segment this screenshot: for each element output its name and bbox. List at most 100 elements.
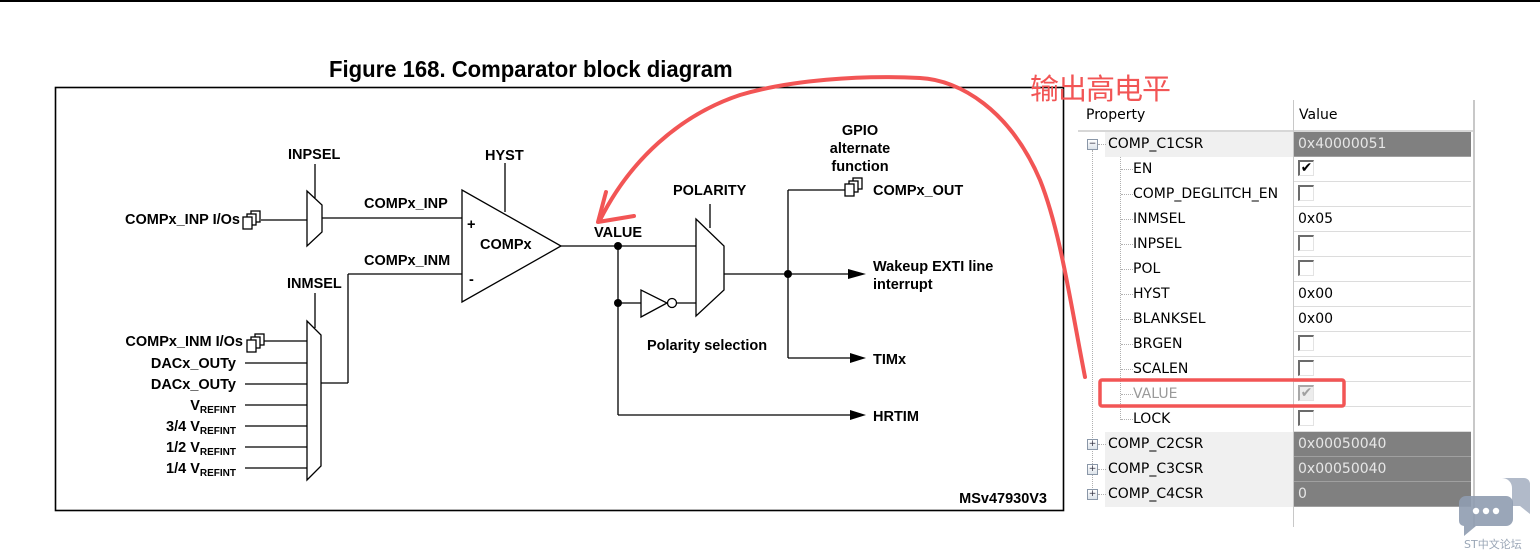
register-name: POL [1133, 261, 1161, 277]
column-divider[interactable] [1293, 100, 1294, 527]
inm-io-icon [246, 333, 265, 353]
polarity-selection-label: Polarity selection [647, 338, 767, 354]
inm-input-label: DACx_OUTy [151, 356, 236, 372]
tree-line [1121, 394, 1133, 395]
register-name: INPSEL [1133, 236, 1182, 252]
register-name: COMP_C2CSR [1108, 436, 1204, 452]
tree-line [1098, 144, 1106, 145]
checkbox-unchecked[interactable] [1298, 185, 1314, 201]
register-field-row[interactable]: LOCK [1078, 407, 1473, 432]
value-label: VALUE [594, 225, 642, 241]
inm-input-label: VREFINT [190, 398, 236, 416]
register-name: COMP_C3CSR [1108, 461, 1204, 477]
row-name-background [1105, 132, 1293, 157]
register-value-cell[interactable]: ✔ [1294, 157, 1471, 182]
expand-icon[interactable]: + [1087, 464, 1098, 475]
wakeup-interrupt-label: interrupt [873, 277, 933, 293]
tree-line [1121, 294, 1133, 295]
tree-line [1092, 150, 1093, 500]
tree-line [1121, 369, 1133, 370]
junction-dot [614, 242, 622, 250]
compx-inm-label: COMPx_INM [364, 253, 450, 269]
register-value-text: 0 [1298, 486, 1307, 502]
row-name-background [1105, 482, 1293, 507]
register-value-cell[interactable]: 0x00050040 [1294, 457, 1471, 482]
expand-icon[interactable]: + [1087, 439, 1098, 450]
annotation-text: 输出高电平 [1030, 72, 1171, 106]
inmsel-label: INMSEL [287, 276, 342, 292]
register-value-cell[interactable]: 0x00050040 [1294, 432, 1471, 457]
tree-line [1121, 219, 1133, 220]
register-field-row[interactable]: HYST 0x00 [1078, 282, 1473, 307]
tree-line [1098, 469, 1106, 470]
register-field-row[interactable]: EN ✔ [1078, 157, 1473, 182]
panel-header: Property Value [1078, 100, 1473, 132]
register-field-row[interactable]: VALUE✔ [1078, 382, 1473, 407]
register-field-row[interactable]: INPSEL [1078, 232, 1473, 257]
inp-io-icon [242, 210, 261, 230]
checkbox-unchecked[interactable] [1298, 335, 1314, 351]
panel-right-border [1473, 100, 1475, 527]
register-value-cell[interactable] [1294, 357, 1471, 382]
compx-out-io-icon [844, 177, 863, 197]
inm-input-label: COMPx_INM I/Os [125, 334, 243, 350]
tree-line [1120, 157, 1121, 420]
tree-line [1121, 344, 1133, 345]
top-border-line [0, 0, 1540, 2]
checkbox-unchecked[interactable] [1298, 235, 1314, 251]
register-value-cell[interactable]: 0x00 [1294, 282, 1471, 307]
gpio-alternate-label: alternate [830, 141, 890, 157]
register-field-row[interactable]: SCALEN [1078, 357, 1473, 382]
checkbox-unchecked[interactable] [1298, 360, 1314, 376]
register-field-row[interactable]: POL [1078, 257, 1473, 282]
register-name: COMP_C4CSR [1108, 486, 1204, 502]
register-value-cell[interactable]: 0x00 [1294, 307, 1471, 332]
register-value-cell[interactable] [1294, 407, 1471, 432]
register-value-cell[interactable]: 0x05 [1294, 207, 1471, 232]
register-name: HYST [1133, 286, 1170, 302]
collapse-icon[interactable]: − [1087, 139, 1098, 150]
register-value-cell[interactable]: 0 [1294, 482, 1471, 507]
value-column-header[interactable]: Value [1299, 107, 1338, 123]
register-group-row[interactable]: + COMP_C3CSR 0x00050040 [1078, 457, 1473, 482]
checkbox-unchecked[interactable] [1298, 260, 1314, 276]
chat-bubbles-icon [1459, 478, 1530, 536]
inm-input-label: 3/4 VREFINT [166, 419, 236, 437]
plus-sign: + [467, 217, 475, 233]
register-field-row[interactable]: BRGEN [1078, 332, 1473, 357]
figure-ref-code: MSv47930V3 [959, 491, 1047, 507]
register-name: COMP_DEGLITCH_EN [1133, 186, 1279, 202]
register-value-cell[interactable] [1294, 257, 1471, 282]
register-name: EN [1133, 161, 1153, 177]
compx-out-label: COMPx_OUT [873, 183, 963, 199]
property-column-header[interactable]: Property [1086, 107, 1146, 123]
register-value-cell[interactable]: 0x40000051 [1294, 132, 1471, 157]
register-value-cell[interactable]: ✔ [1294, 382, 1471, 407]
register-value-text: 0x05 [1298, 211, 1334, 227]
tree-line [1121, 419, 1133, 420]
register-value-cell[interactable] [1294, 232, 1471, 257]
polarity-mux [695, 217, 725, 318]
checkbox-unchecked[interactable] [1298, 410, 1314, 426]
gpio-function-label: function [831, 159, 888, 175]
register-name: INMSEL [1133, 211, 1186, 227]
register-value-text: 0x40000051 [1298, 136, 1387, 152]
register-field-row[interactable]: COMP_DEGLITCH_EN [1078, 182, 1473, 207]
register-field-row[interactable]: INMSEL 0x05 [1078, 207, 1473, 232]
register-value-cell[interactable] [1294, 182, 1471, 207]
tree-line [1121, 319, 1133, 320]
expand-icon[interactable]: + [1087, 489, 1098, 500]
tree-line [1121, 244, 1133, 245]
register-group-row[interactable]: + COMP_C2CSR 0x00050040 [1078, 432, 1473, 457]
register-value-text: 0x00050040 [1298, 461, 1387, 477]
checkbox-checked[interactable]: ✔ [1298, 160, 1314, 176]
row-name-background [1105, 457, 1293, 482]
wakeup-label: Wakeup EXTI line [873, 259, 993, 275]
inpsel-mux [306, 189, 323, 248]
register-value-cell[interactable] [1294, 332, 1471, 357]
checkbox-checked: ✔ [1298, 385, 1314, 401]
register-group-row[interactable]: + COMP_C4CSR 0 [1078, 482, 1473, 507]
